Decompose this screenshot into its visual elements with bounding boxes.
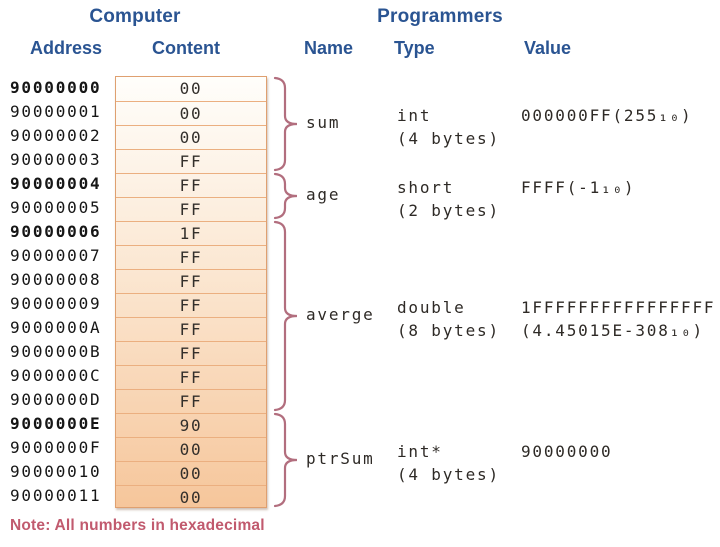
content-cell: 90 [116, 413, 266, 437]
variable-size-age: (2 bytes) [397, 201, 500, 220]
column-header-name: Name [304, 38, 354, 58]
content-cell: 00 [179, 79, 203, 98]
address-cell: 90000002 [10, 126, 102, 145]
variable-value-averge: 1FFFFFFFFFFFFFFFF [521, 298, 716, 317]
column-header-value: Value [524, 38, 572, 58]
grouping-braces [273, 76, 298, 508]
address-cell: 90000010 [10, 462, 102, 481]
content-cell: FF [116, 173, 266, 197]
content-cell: 00 [116, 125, 266, 149]
address-cell: 90000003 [10, 150, 102, 169]
address-cell: 9000000D [10, 390, 102, 409]
address-cell: 90000011 [10, 486, 102, 505]
content-cell: FF [116, 341, 266, 365]
variable-name-ptrSum: ptrSum [306, 449, 375, 468]
content-cell: FF [116, 149, 266, 173]
address-cell: 90000009 [10, 294, 102, 313]
column-header-content: Content [152, 38, 220, 58]
address-cell: 9000000C [10, 366, 102, 385]
variable-type-averge: double [397, 298, 466, 317]
variable-type-sum: int [397, 106, 432, 125]
content-cell: 00 [116, 485, 266, 509]
address-cell: 9000000F [10, 438, 102, 457]
address-cell: 90000006 [10, 222, 102, 241]
variable-type-ptrSum: int* [397, 442, 443, 461]
variable-name-age: age [306, 185, 341, 204]
content-cell: FF [116, 389, 266, 413]
content-cell: 00 [116, 437, 266, 461]
address-cell: 90000001 [10, 102, 102, 121]
variable-name-sum: sum [306, 113, 341, 132]
computer-section-title: Computer [89, 6, 181, 27]
address-cell: 9000000E [10, 414, 102, 433]
variable-value-age: FFFF(-1₁₀) [521, 178, 636, 197]
content-cell: FF [116, 317, 266, 341]
content-cell: 00 [116, 461, 266, 485]
address-cell: 90000004 [10, 174, 102, 193]
programmers-section-title: Programmers [377, 6, 503, 27]
variable-type-age: short [397, 178, 455, 197]
variable-size-sum: (4 bytes) [397, 129, 500, 148]
address-cell: 90000008 [10, 270, 102, 289]
address-cell: 9000000A [10, 318, 102, 337]
address-cell: 90000007 [10, 246, 102, 265]
content-cell: FF [116, 365, 266, 389]
content-cell: 1F [116, 221, 266, 245]
variable-value-sum: 000000FF(255₁₀) [521, 106, 693, 125]
brace-sum [273, 76, 298, 172]
content-cell: 00 [116, 101, 266, 125]
address-column: 90000000 90000001 90000002 90000003 90000004… [10, 76, 112, 508]
variable-size-ptrSum: (4 bytes) [397, 465, 500, 484]
content-cell: FF [116, 197, 266, 221]
variable-value2-averge: (4.45015E-308₁₀) [521, 321, 704, 340]
address-cell: 90000000 [10, 78, 102, 97]
address-cell: 90000005 [10, 198, 102, 217]
address-cell: 9000000B [10, 342, 102, 361]
note-text: Note: All numbers in hexadecimal [10, 517, 265, 534]
brace-age [273, 172, 298, 220]
variable-value-ptrSum: 90000000 [521, 442, 613, 461]
brace-ptrSum [273, 412, 298, 508]
variable-size-averge: (8 bytes) [397, 321, 500, 340]
variable-name-averge: averge [306, 305, 375, 324]
content-cell: FF [116, 245, 266, 269]
column-header-address: Address [30, 38, 103, 58]
brace-averge [273, 220, 298, 412]
column-header-type: Type [394, 38, 435, 58]
content-cell: FF [116, 293, 266, 317]
content-cell: FF [116, 269, 266, 293]
